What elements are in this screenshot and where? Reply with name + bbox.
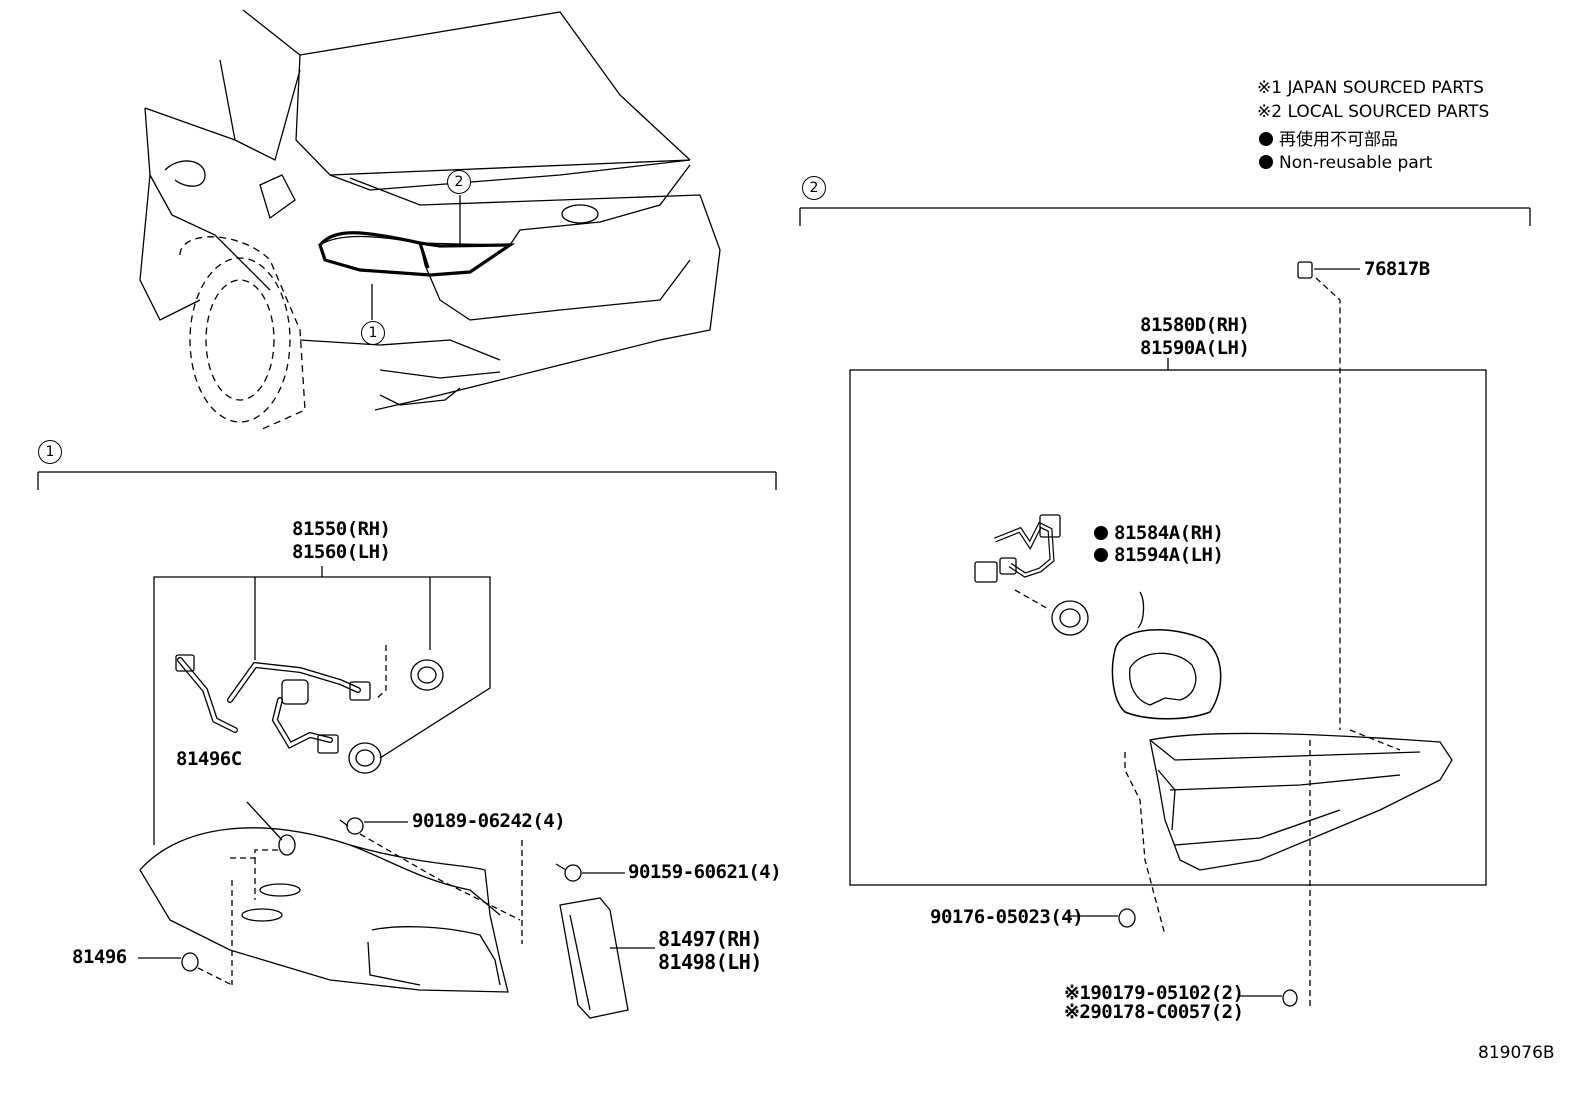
note-local-sourced: ※2 LOCAL SOURCED PARTS (1257, 102, 1490, 122)
label-81497-rh: 81497(RH) (658, 927, 762, 951)
label-81498-lh: 81498(LH) (658, 950, 762, 974)
note-japan-sourced: ※1 JAPAN SOURCED PARTS (1257, 78, 1484, 98)
document-id: 819076B (1478, 1043, 1555, 1063)
label-81594a-lh: 81594A(LH) (1094, 544, 1224, 566)
note-non-reusable-en: Non-reusable part (1259, 152, 1432, 174)
label-81590a-lh: 81590A(LH) (1140, 337, 1250, 359)
note-non-reusable-jp: 再使用不可部品 (1259, 129, 1398, 151)
callout-2-car: 2 (447, 170, 471, 194)
label-81496c: 81496C (176, 748, 242, 770)
non-reusable-dot-icon (1259, 155, 1273, 169)
section1-bracket (37, 471, 777, 490)
label-90189-06242: 90189-06242(4) (412, 810, 566, 832)
non-reusable-dot-icon (1094, 526, 1108, 540)
label-81560-lh: 81560(LH) (292, 541, 391, 563)
label-76817b: 76817B (1364, 258, 1430, 280)
label-81550-rh: 81550(RH) (292, 518, 391, 540)
section2-bracket (799, 207, 1531, 226)
label-90176-05023: 90176-05023(4) (930, 906, 1084, 928)
section1-parts (138, 566, 655, 1019)
label-290178-c0057: ※290178-C0057(2) (1064, 1001, 1244, 1023)
label-81580d-rh: 81580D(RH) (1140, 314, 1250, 336)
section2-parts (849, 261, 1487, 1010)
non-reusable-dot-icon (1094, 548, 1108, 562)
label-81496: 81496 (72, 946, 127, 968)
callout-2-section: 2 (802, 176, 826, 200)
callout-1-section: 1 (38, 440, 62, 464)
car-rear-view (139, 9, 721, 431)
callout-1-car: 1 (361, 321, 385, 345)
label-190179-05102: ※190179-05102(2) (1064, 982, 1244, 1004)
label-90159-60621: 90159-60621(4) (628, 861, 782, 883)
non-reusable-dot-icon (1259, 132, 1273, 146)
label-81584a-rh: 81584A(RH) (1094, 522, 1224, 544)
